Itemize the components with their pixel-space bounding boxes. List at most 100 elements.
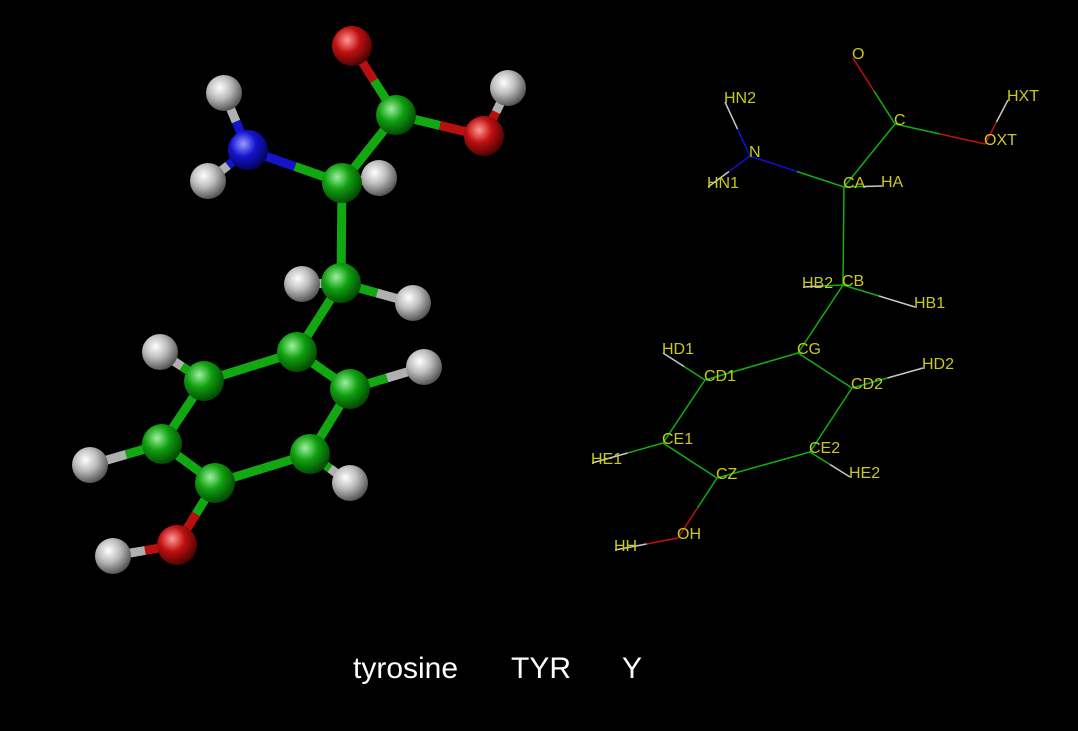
atom-sphere-hd1 bbox=[142, 334, 178, 370]
wire-bond bbox=[677, 507, 699, 539]
wire-bond bbox=[819, 284, 844, 320]
wire-bond bbox=[802, 285, 824, 288]
atom-label-ha: HA bbox=[881, 174, 904, 191]
atom-sphere-cd1 bbox=[184, 361, 224, 401]
wire-bond bbox=[851, 377, 888, 389]
wire-bond bbox=[878, 295, 916, 308]
wire-bond bbox=[984, 121, 998, 145]
wire-bond bbox=[707, 170, 730, 188]
wire-bond bbox=[822, 284, 844, 287]
atom-label-hd1: HD1 bbox=[662, 341, 694, 358]
wire-bond bbox=[751, 352, 799, 368]
wire-bond bbox=[749, 155, 798, 173]
atom-label-hh: HH bbox=[614, 538, 637, 555]
wire-bond bbox=[614, 543, 647, 551]
wire-bond bbox=[809, 419, 832, 453]
wire-bond bbox=[704, 365, 752, 381]
atom-label-cb: CB bbox=[842, 273, 864, 290]
wire-bond bbox=[852, 57, 875, 92]
atom-label-hn1: HN1 bbox=[707, 175, 739, 192]
wire-bond bbox=[939, 133, 986, 145]
wire-bond bbox=[662, 411, 685, 444]
wire-bond bbox=[842, 284, 880, 297]
atom-sphere-hxt bbox=[490, 70, 526, 106]
atom-label-hb2: HB2 bbox=[802, 275, 833, 292]
wire-bond bbox=[843, 155, 871, 188]
wire-bond bbox=[683, 365, 706, 381]
wire-bond bbox=[829, 463, 851, 478]
atom-sphere-cb bbox=[321, 263, 361, 303]
atom-sphere-cd2 bbox=[330, 369, 370, 409]
atom-label-oh: OH bbox=[677, 526, 701, 543]
atom-label-n: N bbox=[749, 144, 761, 161]
atom-sphere-he1 bbox=[72, 447, 108, 483]
atom-label-he1: HE1 bbox=[591, 451, 622, 468]
atom-sphere-ce2 bbox=[290, 434, 330, 474]
atom-sphere-hn2 bbox=[206, 75, 242, 111]
wire-bond bbox=[843, 185, 864, 188]
wire-bond bbox=[796, 170, 845, 188]
wire-bond bbox=[662, 442, 691, 462]
atom-label-hb1: HB1 bbox=[914, 295, 945, 312]
atom-sphere-hd2 bbox=[406, 349, 442, 385]
wire-bond bbox=[894, 123, 941, 135]
atom-sphere-c bbox=[376, 95, 416, 135]
wire-bond bbox=[683, 379, 706, 412]
atom-label-cz: CZ bbox=[716, 466, 738, 483]
residue-name: tyrosine bbox=[353, 652, 459, 685]
atom-sphere-cz bbox=[195, 463, 235, 503]
atom-label-o: O bbox=[852, 46, 864, 63]
wire-bond bbox=[662, 352, 685, 368]
atom-label-ca: CA bbox=[843, 175, 866, 192]
wire-bond bbox=[887, 367, 924, 379]
wire-bond bbox=[728, 155, 751, 173]
wire-bond bbox=[995, 99, 1009, 123]
wire-bond bbox=[824, 369, 853, 389]
atom-label-hxt: HXT bbox=[1007, 88, 1039, 105]
wire-bond bbox=[797, 318, 822, 354]
atom-label-ce2: CE2 bbox=[809, 440, 840, 457]
wire-bond bbox=[830, 387, 853, 421]
atom-sphere-hb1 bbox=[395, 285, 431, 321]
atom-label-ce1: CE1 bbox=[662, 431, 693, 448]
atom-label-hd2: HD2 bbox=[922, 356, 954, 373]
atom-sphere-hh bbox=[95, 538, 131, 574]
atom-label-oxt: OXT bbox=[984, 132, 1017, 149]
wire-bond bbox=[797, 352, 826, 372]
wire-bond bbox=[689, 459, 718, 479]
wire-bond bbox=[842, 186, 845, 237]
atom-label-he2: HE2 bbox=[849, 465, 880, 482]
wire-bond bbox=[591, 452, 628, 464]
atom-sphere-he2 bbox=[332, 465, 368, 501]
atom-sphere-hb2 bbox=[284, 266, 320, 302]
atom-label-cg: CG bbox=[797, 341, 821, 358]
wire-bond bbox=[842, 235, 845, 286]
atom-sphere-o bbox=[332, 26, 372, 66]
wire-bond bbox=[763, 451, 811, 466]
atom-sphere-n bbox=[228, 130, 268, 170]
atom-label-hn2: HN2 bbox=[724, 90, 756, 107]
residue-one-letter-code: Y bbox=[622, 652, 643, 685]
wire-bond bbox=[736, 128, 751, 157]
wire-bond bbox=[868, 123, 896, 156]
atom-sphere-cg bbox=[277, 332, 317, 372]
wire-bond bbox=[862, 185, 883, 188]
atom-label-cd1: CD1 bbox=[704, 368, 736, 385]
wire-bond bbox=[809, 451, 831, 466]
wire-bond bbox=[696, 477, 718, 509]
atom-sphere-ha bbox=[361, 160, 397, 196]
atom-sphere-ce1 bbox=[142, 424, 182, 464]
atom-sphere-hn1 bbox=[190, 163, 226, 199]
wire-bond bbox=[873, 90, 896, 125]
atom-sphere-oh bbox=[157, 525, 197, 565]
residue-caption: tyrosine TYR Y bbox=[0, 652, 1078, 696]
wire-bond bbox=[627, 442, 664, 454]
residue-three-letter-code: TYR bbox=[511, 652, 571, 685]
atom-label-c: C bbox=[894, 112, 906, 129]
atom-sphere-oxt bbox=[464, 116, 504, 156]
atom-label-cd2: CD2 bbox=[851, 376, 883, 393]
wire-bond bbox=[716, 464, 764, 479]
wire-bond bbox=[646, 537, 679, 545]
